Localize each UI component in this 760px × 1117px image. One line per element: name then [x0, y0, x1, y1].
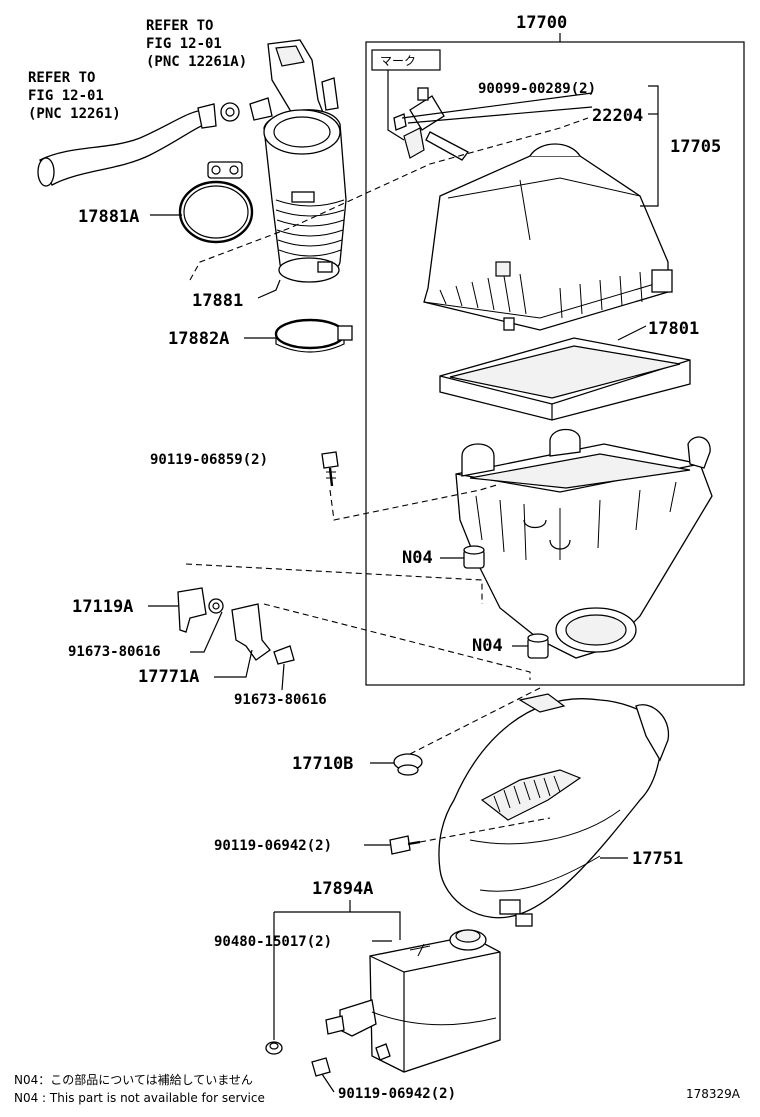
resonator-tank-17894A [325, 929, 501, 1073]
upper-ref-line1: REFER TO [146, 18, 213, 34]
grommet-n04-upper [463, 545, 485, 569]
label-90119-06942-b: 90119-06942(2) [338, 1086, 456, 1102]
figure-id: 178329A [686, 1087, 741, 1101]
note-english: N04 : This part is not available for ser… [14, 1091, 265, 1105]
filter-element-17801 [439, 337, 691, 421]
label-mark: マーク [380, 54, 416, 68]
bracket-17119A [177, 587, 224, 633]
label-17771A: 17771A [138, 667, 199, 687]
left-ref-line2: FIG 12-01 [28, 88, 104, 104]
label-90119-06859: 90119-06859(2) [150, 452, 268, 468]
label-17705: 17705 [670, 137, 721, 157]
hose-clamp-17882A [274, 318, 353, 353]
bolt-90119-06942-upper [389, 835, 421, 855]
air-cleaner-case [455, 428, 713, 659]
label-17801: 17801 [648, 319, 699, 339]
hose-clamp-17881A [178, 161, 254, 244]
label-17894A: 17894A [312, 879, 373, 899]
air-hose-17881 [263, 109, 347, 283]
label-90480-15017: 90480-15017(2) [214, 934, 332, 950]
mark-box [371, 49, 441, 71]
intake-hose-12261 [37, 103, 217, 187]
label-17881A: 17881A [78, 207, 139, 227]
label-n04-upper: N04 [402, 548, 433, 568]
grommet-17710B [393, 753, 423, 776]
label-91673-80616-b: 91673-80616 [234, 692, 327, 708]
bracket-17771A [231, 603, 295, 665]
assembly-frame-17700 [365, 41, 745, 686]
label-17119A: 17119A [72, 597, 133, 617]
label-91673-80616-a: 91673-80616 [68, 644, 161, 660]
bolt-90119-06942-lower [311, 1057, 331, 1077]
label-22204: 22204 [592, 106, 643, 126]
label-n04-lower: N04 [472, 636, 503, 656]
leader-lines [148, 85, 659, 1093]
label-17882A: 17882A [168, 329, 229, 349]
upper-ref-line2: FIG 12-01 [146, 36, 222, 52]
label-90099-00289: 90099-00289(2) [478, 81, 596, 97]
resonator-17751 [438, 693, 670, 927]
note-japanese: N04：この部品については補給していません [14, 1072, 253, 1087]
label-17751: 17751 [632, 849, 683, 869]
dashed-lines [185, 117, 589, 843]
air-cleaner-cap-17705 [423, 143, 673, 331]
nut-90480-15017 [265, 1041, 283, 1055]
label-90119-06942-a: 90119-06942(2) [214, 838, 332, 854]
grommet-n04-lower [527, 633, 549, 659]
label-17710B: 17710B [292, 754, 353, 774]
label-17700: 17700 [516, 13, 567, 33]
left-ref-line3: (PNC 12261) [28, 106, 121, 122]
bolt-90119-06859 [321, 451, 339, 487]
left-ref-line1: REFER TO [28, 70, 95, 86]
label-17881: 17881 [192, 291, 243, 311]
upper-ref-line3: (PNC 12261A) [146, 54, 247, 70]
